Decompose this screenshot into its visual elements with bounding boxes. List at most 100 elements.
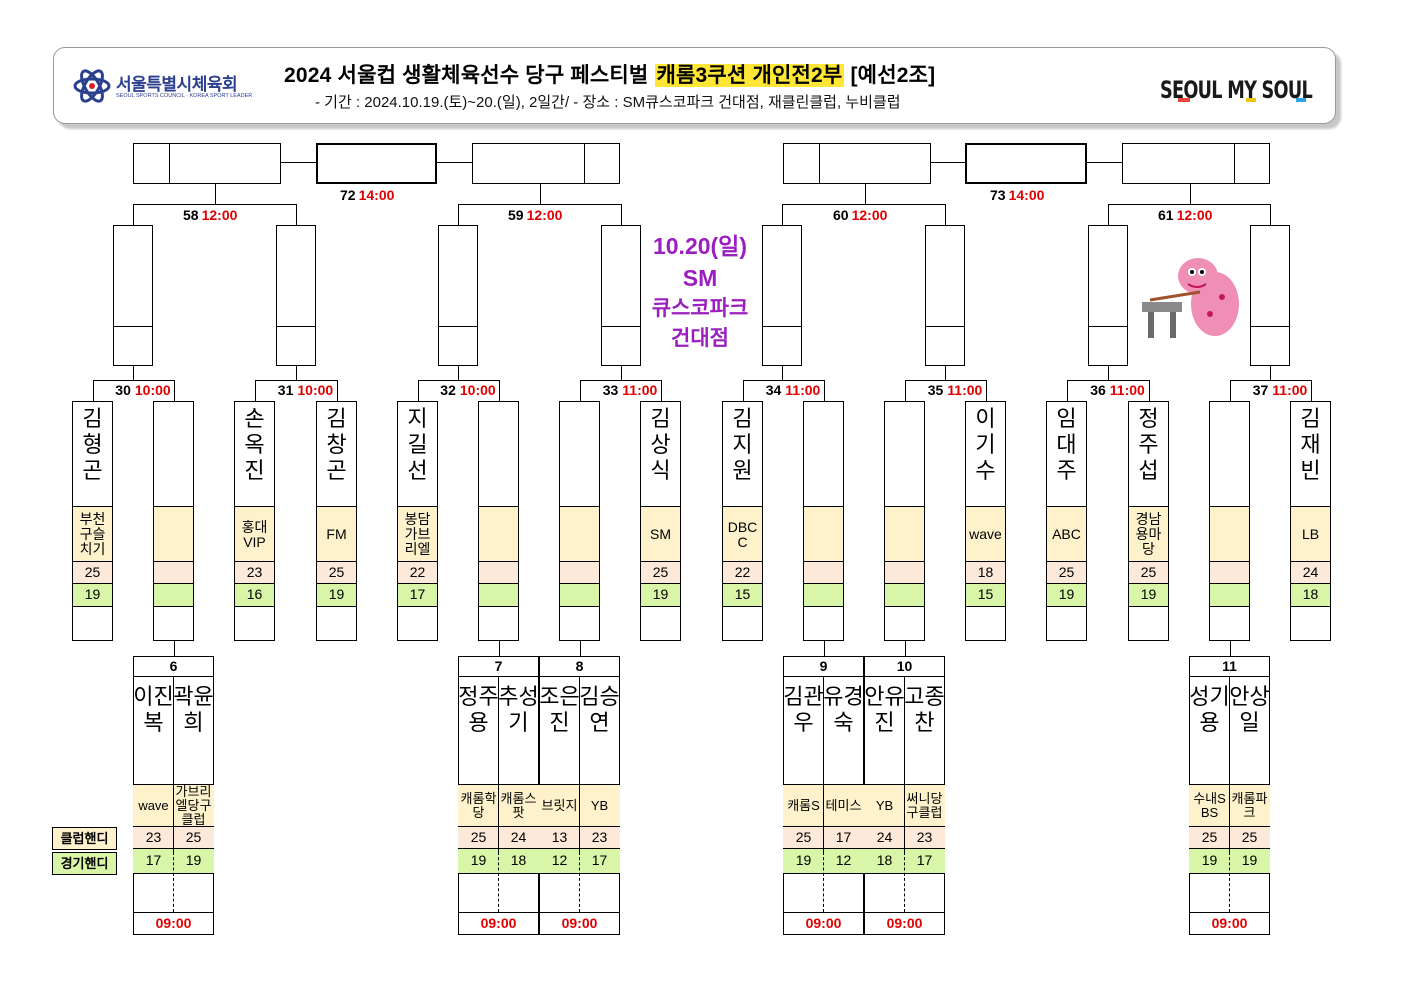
bottom-match-number-1: 7 — [458, 656, 539, 677]
game-handicap: 19 — [1229, 848, 1270, 873]
row-line — [458, 912, 539, 913]
game-handicap: 19 — [73, 583, 112, 607]
club-handicap — [560, 561, 599, 584]
club-handicap — [479, 561, 518, 584]
bracket-line — [1270, 204, 1271, 225]
bottom-match-time-0: 09:00 — [155, 915, 192, 931]
row-line — [1189, 912, 1270, 913]
match-time: 12:00 — [851, 207, 888, 223]
club-handicap: 25 — [1229, 826, 1270, 849]
game-handicap: 12 — [823, 848, 864, 873]
venue-note: 10.20(일) SM 큐스코파크 건대점 — [630, 230, 770, 354]
player-club: DBCC — [723, 506, 762, 562]
player-club: 써니당구클럽 — [904, 784, 945, 827]
game-handicap: 17 — [398, 583, 437, 607]
bottom-solid-divider — [904, 676, 905, 852]
brand-wordmark: SEOUL MY SOUL — [1160, 76, 1314, 104]
player-club — [885, 506, 924, 562]
row-line — [783, 912, 864, 913]
match-time: 12:00 — [526, 207, 563, 223]
player-club: FM — [317, 506, 356, 562]
bottom-dashed-divider — [1229, 852, 1230, 912]
bracket-line — [173, 380, 175, 401]
semi-box-0 — [113, 225, 153, 366]
col-bottom-divider — [235, 606, 274, 607]
row-line — [539, 873, 620, 874]
bracket-line — [296, 366, 297, 380]
game-handicap: 19 — [173, 848, 214, 873]
bottom-match-number-3: 9 — [783, 656, 864, 677]
player-name: 조은진 — [539, 684, 580, 735]
game-handicap: 17 — [904, 848, 945, 873]
top-box-0-left — [133, 143, 281, 184]
col-bottom-divider — [317, 606, 356, 607]
match-number: 36 — [1090, 382, 1106, 398]
col-bottom-divider — [723, 606, 762, 607]
game-handicap — [560, 583, 599, 607]
bracket-line — [1229, 380, 1311, 381]
bracket-line — [782, 366, 783, 380]
game-handicap: 19 — [1129, 583, 1168, 607]
player-club: 캐롬스팟 — [498, 784, 539, 827]
row-line — [783, 873, 864, 874]
bracket-line — [254, 380, 337, 381]
player-name: 지길선 — [407, 406, 428, 483]
player-club: 경남용마당 — [1129, 506, 1168, 562]
bracket-line — [173, 641, 175, 657]
club-handicap: 22 — [723, 561, 762, 584]
col-bottom-divider — [1291, 606, 1330, 607]
game-handicap: 19 — [317, 583, 356, 607]
bracket-line — [904, 380, 906, 401]
bracket-line — [458, 366, 459, 380]
bottom-dashed-divider — [498, 852, 499, 912]
org-name: 서울특별시체육회 — [116, 75, 238, 94]
club-handicap: 25 — [783, 826, 824, 849]
player-club: wave — [133, 784, 174, 827]
semi-box-2 — [438, 225, 478, 366]
top-box-divider — [819, 143, 820, 184]
mid-player-col-9 — [803, 401, 844, 641]
mid-player-col-10 — [884, 401, 925, 641]
club-handicap: 24 — [1291, 561, 1330, 584]
player-name: 유경숙 — [823, 684, 864, 735]
game-handicap: 19 — [1189, 848, 1230, 873]
bracket-line — [296, 204, 297, 225]
bracket-line — [1270, 366, 1271, 380]
col-bottom-divider — [1129, 606, 1168, 607]
club-handicap: 24 — [864, 826, 905, 849]
final-box-0 — [316, 143, 437, 184]
match-number: 31 — [277, 382, 294, 398]
match-number: 37 — [1252, 382, 1269, 398]
club-handicap — [154, 561, 193, 584]
top-box-1-left — [783, 143, 931, 184]
semi-box-divider — [762, 326, 802, 327]
mascot-icon — [1142, 258, 1239, 338]
semi-box-1 — [276, 225, 316, 366]
org-subname: SEOUL SPORTS COUNCIL · KOREA SPORT LEADE… — [116, 93, 253, 99]
club-handicap: 23 — [579, 826, 620, 849]
bracket-line — [782, 204, 783, 225]
game-handicap — [479, 583, 518, 607]
bottom-dashed-divider — [579, 852, 580, 912]
game-handicap: 19 — [641, 583, 680, 607]
bracket-line — [1190, 184, 1191, 204]
col-bottom-divider — [479, 606, 518, 607]
bracket-line — [437, 162, 472, 163]
bracket-line — [945, 204, 946, 225]
